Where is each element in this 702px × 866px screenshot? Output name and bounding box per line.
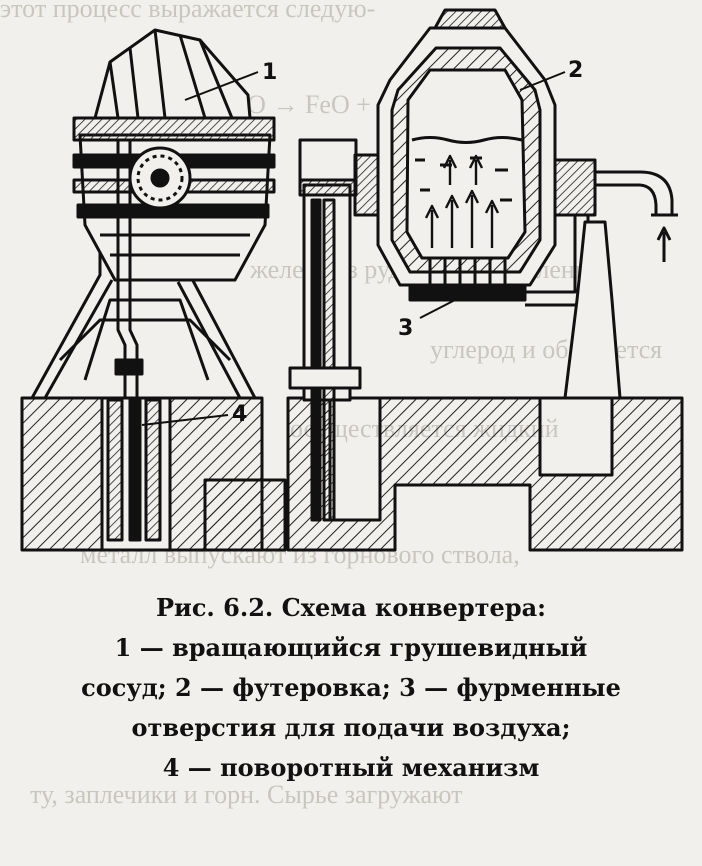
- bleed-through-text: этот процесс выражается следую-: [0, 0, 376, 23]
- caption-line: 1 — вращающийся грушевидный: [114, 633, 588, 662]
- callout-4: 4: [232, 402, 248, 427]
- drive-rack: [106, 398, 124, 542]
- left-foundation-floor: [203, 478, 287, 552]
- callout-2: 2: [568, 58, 584, 83]
- caption-line: сосуд; 2 — футеровка; 3 — фурменные: [81, 673, 621, 702]
- converter-schematic: [20, 8, 684, 552]
- leader-2: [519, 71, 566, 91]
- right-pedestal: [563, 220, 622, 400]
- left-foundation-left: [20, 396, 104, 552]
- bleed-through-text: углерод и образуется: [430, 335, 663, 364]
- caption-line: отверстия для подачи воздуха;: [131, 713, 571, 742]
- caption-title: Рис. 6.2. Схема конвертера:: [155, 593, 547, 622]
- right-foundation: [286, 396, 684, 552]
- callout-3: 3: [398, 316, 414, 341]
- callout-1: 1: [262, 60, 278, 85]
- bleed-through-text: ту, заплечики и горн. Сырье загружают: [30, 780, 463, 809]
- caption-line: 4 — поворотный механизм: [162, 753, 540, 782]
- air-duct: [525, 213, 595, 294]
- leader-4: [141, 414, 229, 426]
- leader-3: [419, 299, 456, 319]
- figure-caption: Рис. 6.2. Схема конвертера: 1 — вращающи…: [0, 588, 702, 788]
- leader-1: [184, 71, 259, 101]
